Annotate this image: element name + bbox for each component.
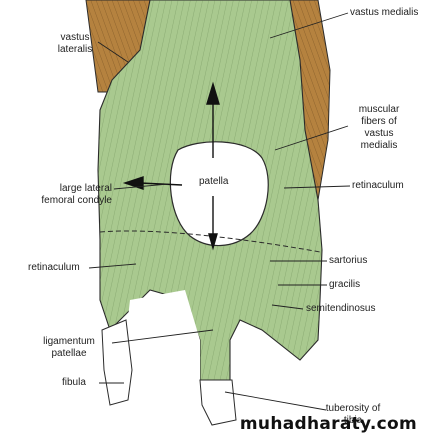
label-vastus-medialis: vastus medialis [350, 7, 419, 18]
fibula-bone [101, 319, 133, 406]
label-muscular-fibers-line2: fibers of [361, 116, 397, 127]
label-ligamentum-line1: ligamentum [43, 336, 95, 347]
retinaculum-dashed-line [99, 230, 321, 253]
label-fibula: fibula [62, 377, 86, 388]
leader-lines [88, 12, 351, 411]
label-tuberosity-line2: tibia [343, 415, 363, 426]
label-patella: patella [199, 176, 229, 187]
label-condyle-line1: large lateral [59, 183, 112, 194]
label-retinaculum-left: retinaculum [28, 262, 80, 273]
label-gracilis: gracilis [329, 279, 361, 290]
label-muscular-fibers-line1: muscular [358, 104, 400, 115]
label-condyle-line2: femoral condyle [41, 195, 112, 206]
tibial-tuberosity [199, 379, 237, 426]
label-muscular-fibers-line4: medialis [360, 140, 398, 151]
label-vastus-lateralis-line2: lateralis [57, 44, 93, 55]
label-tuberosity-line1: tuberosity of [325, 403, 381, 414]
label-vastus-lateralis-line1: vastus [60, 32, 90, 43]
patella-arrows [122, 81, 220, 251]
label-ligamentum-line2: patellae [51, 348, 87, 359]
watermark-text: muhadharaty.com [239, 414, 417, 434]
tibia-white-area [125, 290, 200, 380]
label-semitendinosus: semitendinosus [306, 303, 376, 314]
label-muscular-fibers-line3: vastus [364, 128, 394, 139]
label-sartorius: sartorius [329, 255, 368, 266]
label-retinaculum-right: retinaculum [352, 180, 404, 191]
patella-bone [169, 141, 269, 247]
